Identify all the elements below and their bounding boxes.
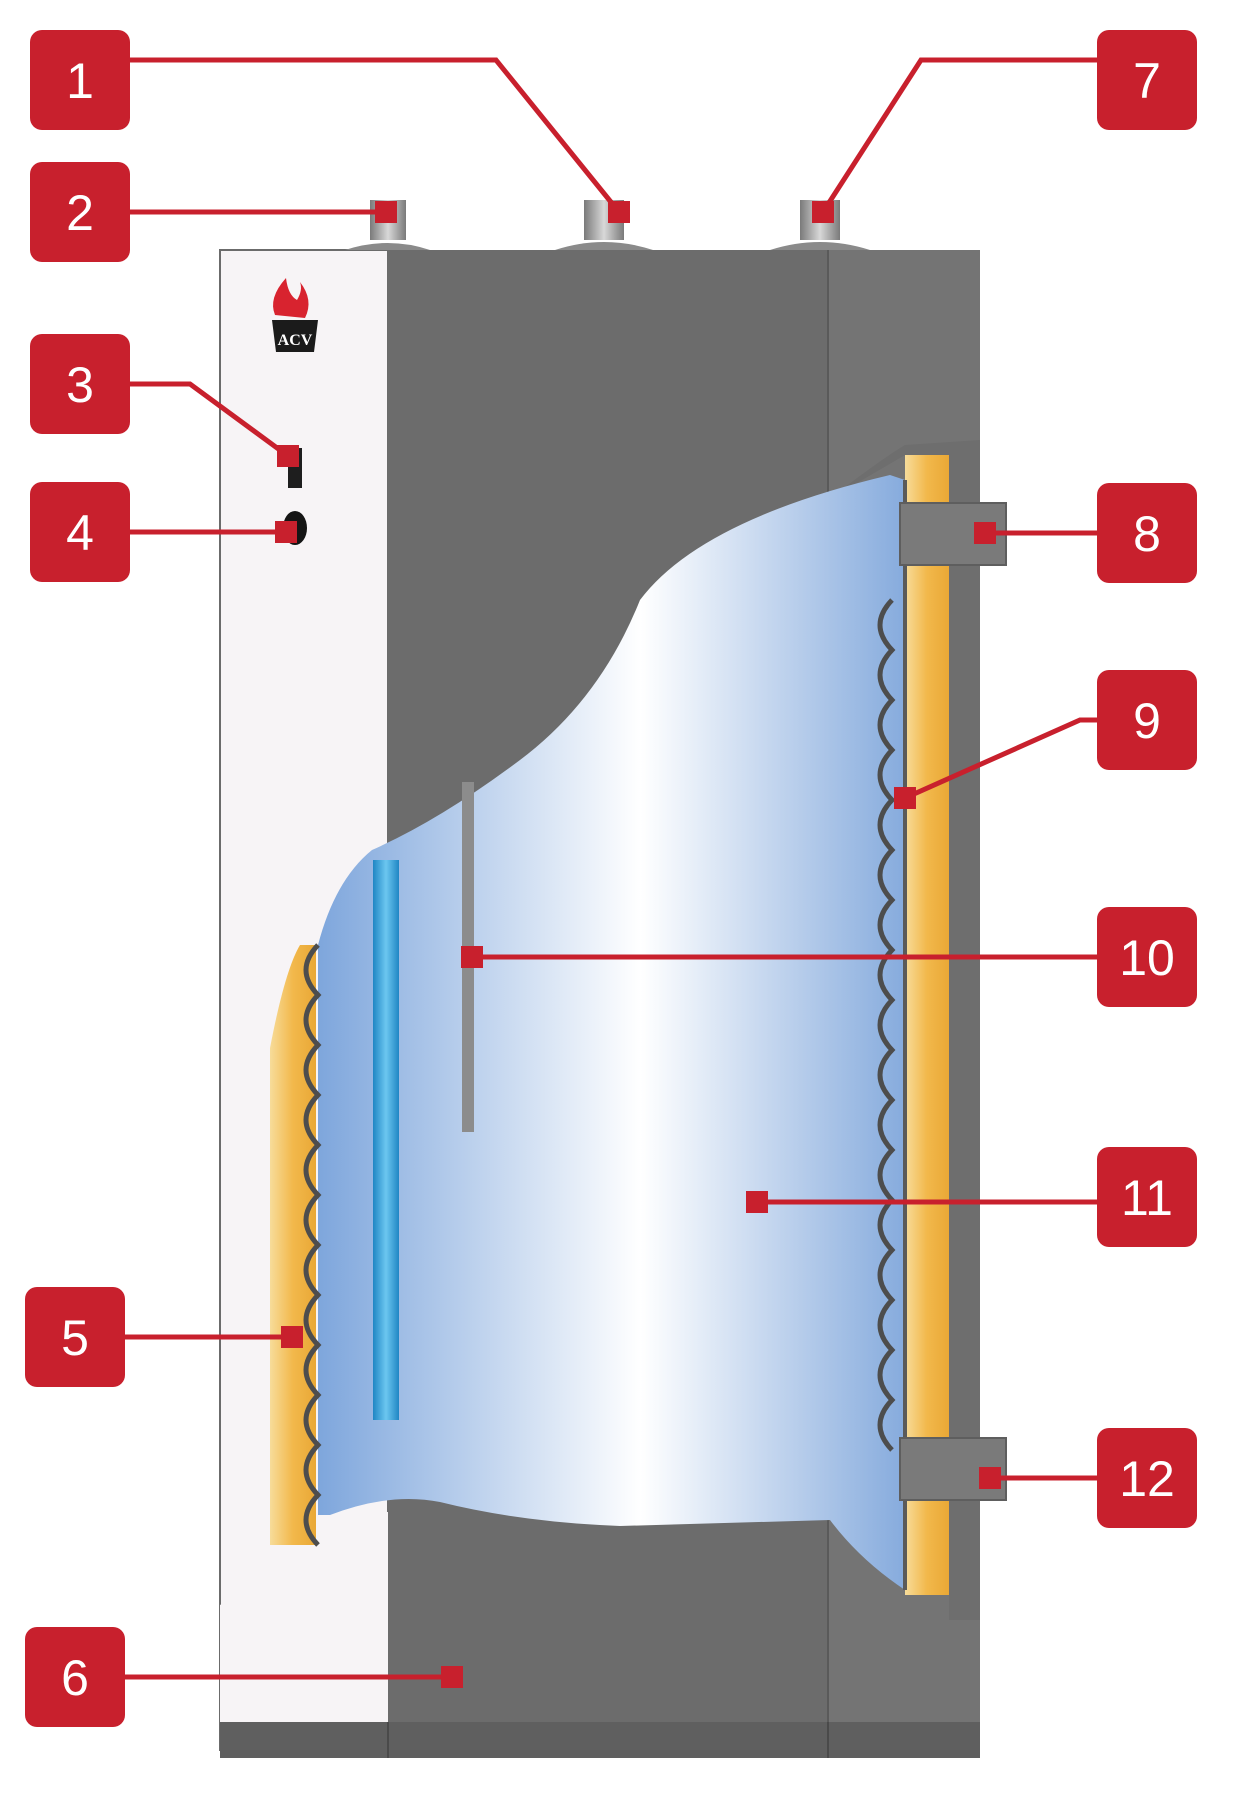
callout-number-9: 9: [1133, 693, 1161, 749]
leader-line-3: [128, 381, 290, 459]
callout-5: 5: [25, 1287, 303, 1387]
acv-logo: ACV: [272, 278, 318, 352]
leader-line-1: [128, 57, 621, 214]
callout-number-12: 12: [1119, 1451, 1175, 1507]
leader-marker-10: [461, 946, 483, 968]
leader-marker-5: [281, 1326, 303, 1348]
callout-7: 7: [812, 30, 1197, 223]
callout-badge-4: [30, 482, 130, 582]
control-panel: ACV: [272, 278, 318, 545]
callout-8: 8: [974, 483, 1197, 583]
callout-12: 12: [979, 1428, 1197, 1528]
callout-4: 4: [30, 482, 297, 582]
base-plinth: [220, 1722, 980, 1758]
callout-badge-2: [30, 162, 130, 262]
leader-marker-2: [375, 201, 397, 223]
callout-badge-1: [30, 30, 130, 130]
dip-tube: [373, 860, 399, 1420]
leader-marker-9: [894, 787, 916, 809]
callout-badge-8: [1097, 483, 1197, 583]
callout-11: 11: [746, 1147, 1197, 1247]
callout-1: 1: [30, 30, 630, 223]
callout-10: 10: [461, 907, 1197, 1007]
leader-marker-12: [979, 1467, 1001, 1489]
callout-badge-11: [1097, 1147, 1197, 1247]
callout-9: 9: [894, 670, 1197, 809]
callout-3: 3: [30, 334, 299, 467]
callout-badge-5: [25, 1287, 125, 1387]
cutaway-view: [220, 440, 1007, 1722]
callout-badge-6: [25, 1627, 125, 1727]
top-connections: [345, 200, 870, 250]
callout-number-4: 4: [66, 505, 94, 561]
corrugated-wall-left: [303, 943, 322, 1547]
callout-badge-3: [30, 334, 130, 434]
leader-marker-3: [277, 445, 299, 467]
callout-number-7: 7: [1133, 53, 1161, 109]
leader-line-7: [820, 57, 1097, 214]
callout-badge-10: [1097, 907, 1197, 1007]
leader-line-9: [903, 717, 1097, 801]
callout-number-5: 5: [61, 1310, 89, 1366]
leader-marker-1: [608, 201, 630, 223]
leader-marker-8: [974, 522, 996, 544]
callout-2: 2: [30, 162, 397, 262]
callout-number-8: 8: [1133, 506, 1161, 562]
insulation-right: [905, 455, 949, 1595]
callout-badge-7: [1097, 30, 1197, 130]
callout-number-3: 3: [66, 357, 94, 413]
callout-badge-9: [1097, 670, 1197, 770]
logo-text: ACV: [278, 332, 313, 349]
leader-marker-4: [275, 521, 297, 543]
callout-6: 6: [25, 1627, 463, 1727]
callout-number-11: 11: [1121, 1170, 1173, 1226]
insulation-left: [270, 945, 316, 1545]
inner-tank: [318, 475, 905, 1590]
leader-marker-7: [812, 201, 834, 223]
callout-number-2: 2: [66, 185, 94, 241]
leader-marker-6: [441, 1666, 463, 1688]
corrugated-wall-right: [877, 598, 896, 1452]
callout-number-10: 10: [1119, 930, 1175, 986]
callout-badge-12: [1097, 1428, 1197, 1528]
callout-number-6: 6: [61, 1650, 89, 1706]
leader-marker-11: [746, 1191, 768, 1213]
callout-number-1: 1: [66, 53, 94, 109]
